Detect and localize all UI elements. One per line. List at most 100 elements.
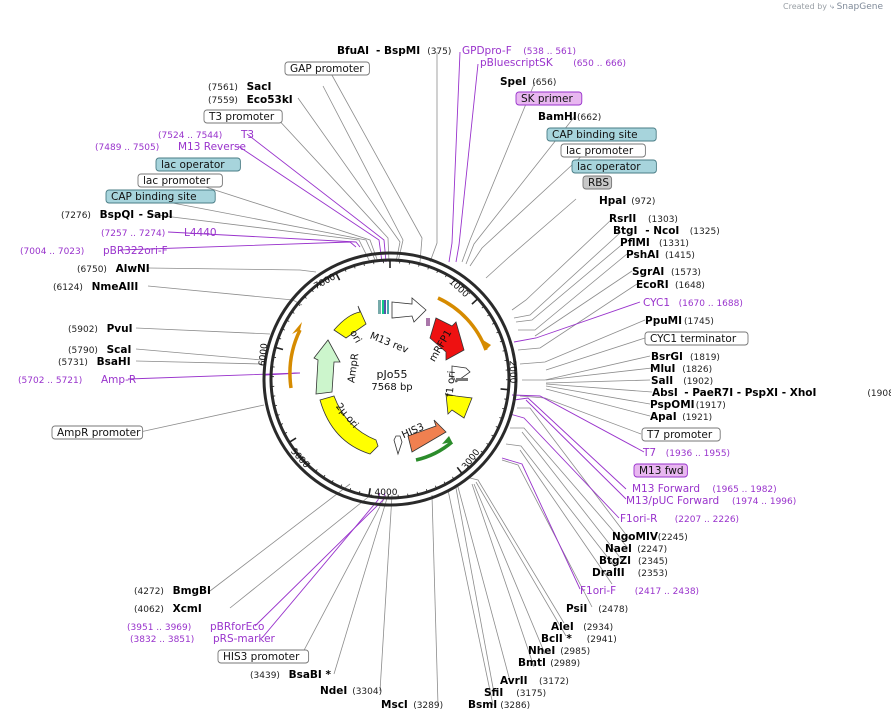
site-label-avrii[interactable]: AvrII(3172) bbox=[500, 675, 569, 687]
site-label-f1ori-r[interactable]: F1ori-R(2207 .. 2226) bbox=[620, 513, 739, 525]
enzyme-name: NheI bbox=[528, 645, 555, 657]
ring-minor-tick bbox=[468, 291, 472, 295]
primer-position: (1974 .. 1996) bbox=[732, 497, 796, 507]
site-label-lac-operator[interactable]: lac operator bbox=[571, 159, 657, 174]
site-position: (1819) bbox=[690, 353, 720, 363]
site-label-bmti[interactable]: BmtI(2989) bbox=[518, 657, 580, 669]
site-label-apai[interactable]: ApaI(1921) bbox=[650, 411, 712, 423]
enzyme-name: BamHI bbox=[538, 111, 577, 123]
site-label-bsmi[interactable]: BsmI(3286) bbox=[468, 699, 530, 711]
ring-tick-label: 2000 bbox=[507, 360, 518, 384]
site-label-spei[interactable]: SpeI(656) bbox=[500, 76, 556, 88]
site-label-btgzi[interactable]: BtgZI(2345) bbox=[599, 555, 668, 567]
site-label-gpdpro-f[interactable]: GPDpro-F(538 .. 561) bbox=[462, 45, 576, 57]
site-label-lac-operator[interactable]: lac operator bbox=[155, 157, 241, 172]
site-label-sali[interactable]: SalI(1902) bbox=[651, 375, 713, 387]
site-label-sgrai[interactable]: SgrAI(1573) bbox=[632, 266, 701, 278]
site-label-eco53ki[interactable]: (7559)Eco53kI bbox=[208, 94, 293, 106]
site-label-msci[interactable]: MscI(3289) bbox=[381, 699, 443, 711]
site-label-ampr-promoter[interactable]: AmpR promoter bbox=[51, 425, 144, 440]
site-label-cyc1[interactable]: CYC1(1670 .. 1688) bbox=[643, 297, 743, 309]
site-label-ngomiv[interactable]: NgoMIV(2245) bbox=[612, 531, 688, 543]
site-position: (4272) bbox=[134, 587, 164, 597]
site-label-pvui[interactable]: (5902)PvuI bbox=[68, 323, 133, 335]
site-label-rsrii[interactable]: RsrII(1303) bbox=[609, 213, 678, 225]
site-label-alwni[interactable]: (6750)AlwNI bbox=[77, 263, 150, 275]
site-labels: BfuAI- BspMI(375) GPDpro-F(538 .. 561)pBl… bbox=[18, 45, 891, 711]
site-label-naei[interactable]: NaeI(2247) bbox=[605, 543, 667, 555]
site-label-lac-promoter[interactable]: lac promoter bbox=[560, 143, 646, 158]
site-label-pshai[interactable]: PshAI(1415) bbox=[626, 249, 695, 261]
site-label-his3-promoter[interactable]: HIS3 promoter bbox=[217, 649, 310, 664]
site-label-ndei[interactable]: NdeI(3304) bbox=[320, 685, 382, 697]
site-label-sfii[interactable]: SfiI(3175) bbox=[484, 687, 546, 699]
site-label-psii[interactable]: PsiI(2478) bbox=[566, 603, 628, 615]
site-label-ppumi[interactable]: PpuMI(1745) bbox=[645, 315, 714, 327]
site-label-pspomi[interactable]: PspOMI(1917) bbox=[650, 399, 726, 411]
ring-minor-tick bbox=[278, 337, 282, 340]
site-label-ecori[interactable]: EcoRI(1648) bbox=[636, 279, 705, 291]
snapgene-logo-icon: ⤷ bbox=[829, 2, 835, 11]
primer-name: pBluescriptSK bbox=[480, 57, 554, 69]
site-label-l4440[interactable]: (7257 .. 7274)L4440 bbox=[101, 227, 217, 239]
site-label-nmeaiii[interactable]: (6124)NmeAIII bbox=[53, 281, 138, 293]
site-position: (656) bbox=[532, 78, 556, 88]
site-label-nhei[interactable]: NheI(2985) bbox=[528, 645, 590, 657]
site-label-t7[interactable]: T7(1936 .. 1955) bbox=[642, 447, 730, 459]
site-label-rbs[interactable]: RBS bbox=[582, 175, 613, 190]
primer-name: pBR322ori-F bbox=[103, 245, 168, 257]
site-label-mlui[interactable]: MluI(1826) bbox=[650, 363, 712, 375]
site-label-t3[interactable]: (7524 .. 7544)T3 bbox=[158, 129, 254, 141]
site-label-f1ori-f[interactable]: F1ori-F(2417 .. 2438) bbox=[580, 585, 699, 597]
site-position: (5731) bbox=[58, 358, 88, 368]
site-label-cap-binding-site[interactable]: CAP binding site bbox=[105, 189, 216, 204]
site-label-m13-puc-forward[interactable]: M13/pUC Forward(1974 .. 1996) bbox=[626, 495, 796, 507]
ring-minor-tick bbox=[353, 265, 356, 269]
enzyme-name: BtgZI bbox=[599, 555, 631, 567]
site-label-pbrforeco[interactable]: (3951 .. 3969)pBRforEco bbox=[127, 621, 264, 633]
site-position: (662) bbox=[577, 113, 601, 123]
site-label-pbr322ori-f[interactable]: (7004 .. 7023)pBR322ori-F bbox=[20, 245, 168, 257]
site-label-gap-promoter[interactable]: GAP promoter bbox=[284, 61, 370, 76]
site-label-btgi[interactable]: BtgI- NcoI(1325) bbox=[613, 225, 720, 237]
site-label-saci[interactable]: (7561)SacI bbox=[208, 81, 271, 93]
feature-name: GAP promoter bbox=[290, 63, 364, 75]
ring-minor-tick bbox=[453, 279, 456, 283]
site-label-m13-fwd[interactable]: M13 fwd bbox=[633, 463, 688, 478]
site-label-lac-promoter[interactable]: lac promoter bbox=[137, 173, 223, 188]
site-label-sk-primer[interactable]: SK primer bbox=[515, 91, 583, 106]
site-label-pbluescriptsk[interactable]: pBluescriptSK(650 .. 666) bbox=[480, 57, 626, 69]
site-label-absi[interactable]: AbsI- PaeR7I - PspXI - XhoI(1908) bbox=[652, 387, 891, 399]
enzyme-name: SgrAI bbox=[632, 266, 664, 278]
ring-minor-tick bbox=[276, 414, 280, 416]
ring-minor-tick bbox=[340, 484, 343, 488]
site-label-t3-promoter[interactable]: T3 promoter bbox=[203, 109, 283, 124]
site-label-bcli[interactable]: BclI *(2941) bbox=[541, 633, 617, 645]
site-label-bfuai[interactable]: BfuAI- BspMI(375) bbox=[337, 45, 451, 57]
site-label-bmgbi[interactable]: (4272)BmgBI bbox=[134, 585, 211, 597]
site-label-m13-forward[interactable]: M13 Forward(1965 .. 1982) bbox=[632, 483, 777, 495]
site-position: (1902) bbox=[683, 377, 713, 387]
site-label-bsrgi[interactable]: BsrGI (1819) bbox=[651, 351, 720, 363]
enzyme-isoschizomer: - NcoI bbox=[645, 225, 679, 237]
primer-name: Amp-R bbox=[101, 374, 136, 386]
site-label-draiii[interactable]: DraIII(2353) bbox=[592, 567, 668, 579]
site-label-scai[interactable]: (5790)ScaI bbox=[68, 344, 131, 356]
site-label-t7-promoter[interactable]: T7 promoter bbox=[641, 427, 721, 442]
site-label-cyc1-terminator[interactable]: CYC1 terminator bbox=[644, 331, 749, 346]
site-label-bsabi[interactable]: (3439)BsaBI * bbox=[250, 669, 332, 681]
site-label-prs-marker[interactable]: (3832 .. 3851)pRS-marker bbox=[130, 633, 276, 645]
site-label-bsahi[interactable]: (5731)BsaHI bbox=[58, 356, 131, 368]
enzyme-name: BsrGI bbox=[651, 351, 683, 363]
site-label-bspqi[interactable]: (7276)BspQI- SapI bbox=[61, 209, 173, 221]
site-label-alei[interactable]: AleI(2934) bbox=[551, 621, 613, 633]
ring-minor-tick bbox=[326, 277, 330, 281]
site-label-pflmi[interactable]: PflMI(1331) bbox=[620, 237, 689, 249]
site-label-amp-r[interactable]: (5702 .. 5721)Amp-R bbox=[18, 374, 136, 386]
site-label-cap-binding-site[interactable]: CAP binding site bbox=[546, 127, 657, 142]
site-label-xcmi[interactable]: (4062)XcmI bbox=[134, 603, 202, 615]
site-label-bamhi[interactable]: BamHI(662) bbox=[538, 111, 601, 123]
site-label-hpai[interactable]: HpaI(972) bbox=[599, 195, 655, 207]
site-label-m13-reverse[interactable]: (7489 .. 7505)M13 Reverse bbox=[95, 141, 246, 153]
ring-major-tick bbox=[500, 388, 509, 391]
